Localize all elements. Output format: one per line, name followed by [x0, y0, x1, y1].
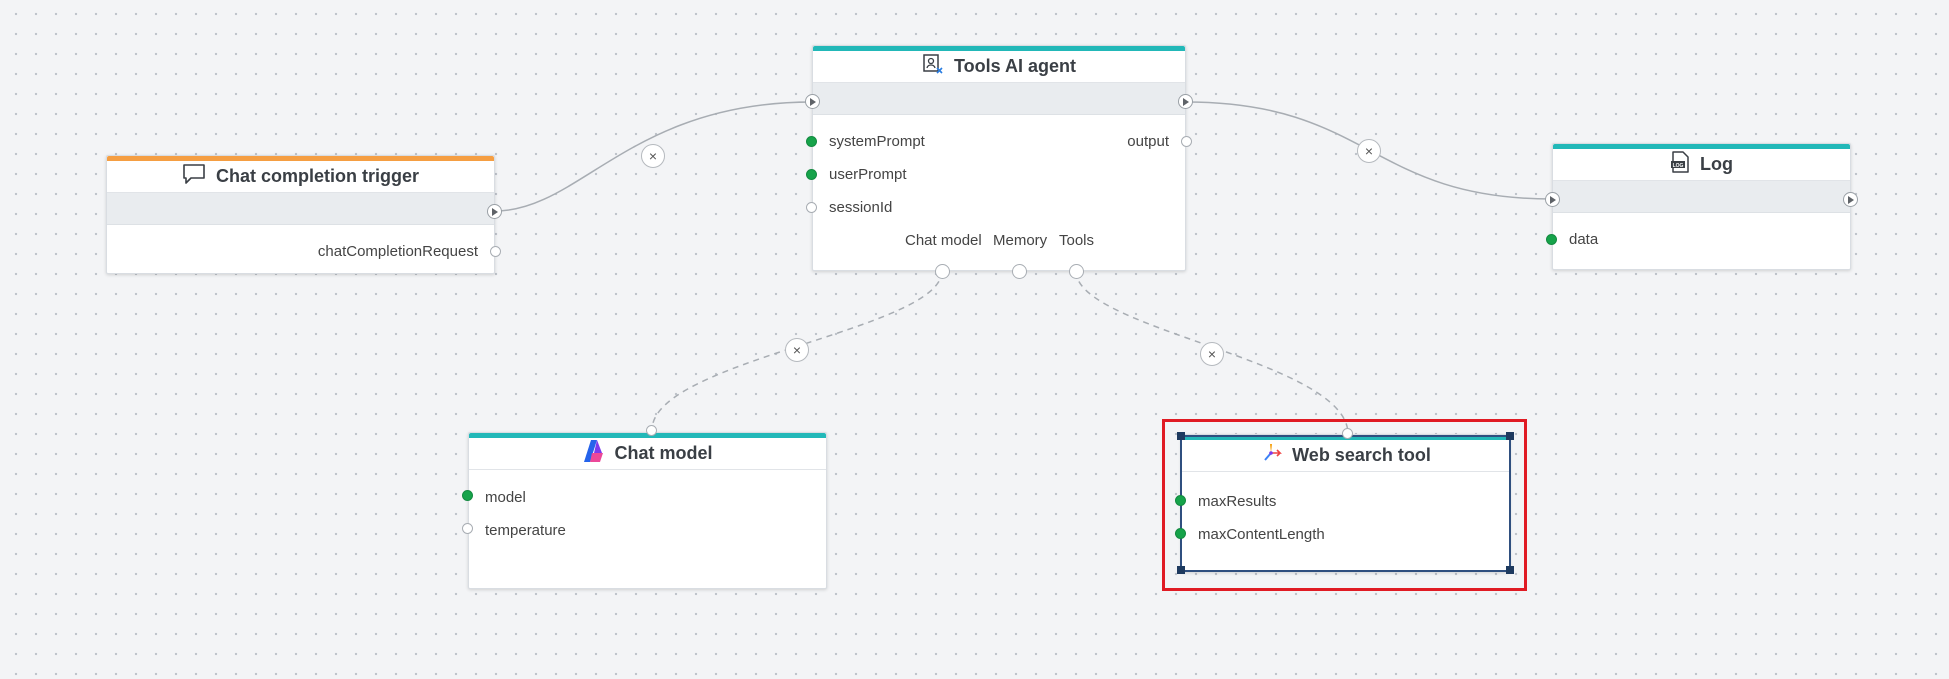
node-title: Chat completion trigger: [215, 166, 419, 186]
resize-handle-top-right[interactable]: [1506, 432, 1514, 440]
svg-text:LOG: LOG: [1673, 163, 1684, 169]
flow-strip: [813, 83, 1185, 115]
edge-agent-tools-to-web-search[interactable]: [1075, 270, 1349, 435]
slot-port-chat-model[interactable]: [935, 264, 950, 279]
flow-input-port[interactable]: [805, 94, 820, 109]
output-port-chat-completion-request[interactable]: [490, 246, 501, 257]
node-accent-bar: [1553, 144, 1850, 149]
resize-handle-top-left[interactable]: [1177, 432, 1185, 440]
edge-trigger-to-agent[interactable]: [494, 101, 813, 212]
node-title: Tools AI agent: [953, 56, 1076, 76]
input-label-max-content-length: maxContentLength: [1198, 526, 1325, 543]
node-accent-bar: [813, 46, 1185, 51]
flow-strip: [1553, 181, 1850, 213]
input-port-temperature[interactable]: [462, 523, 473, 534]
input-label-temperature: temperature: [485, 522, 566, 539]
node-accent-bar: [469, 433, 826, 438]
flow-input-port[interactable]: [1545, 192, 1560, 207]
node-header[interactable]: Chat model: [469, 438, 826, 470]
output-port-output[interactable]: [1181, 136, 1192, 147]
input-port-data[interactable]: [1546, 234, 1557, 245]
slot-port-memory[interactable]: [1012, 264, 1027, 279]
resize-handle-bottom-left[interactable]: [1177, 566, 1185, 574]
log-file-icon: LOG: [1670, 151, 1690, 178]
input-port-system-prompt[interactable]: [806, 136, 817, 147]
agent-icon: [922, 53, 944, 80]
delete-edge-button[interactable]: ×: [641, 144, 665, 168]
node-header[interactable]: Web search tool: [1182, 440, 1509, 472]
input-label-data: data: [1569, 231, 1599, 248]
output-label-chat-completion-request: chatCompletionRequest: [317, 243, 478, 260]
node-log[interactable]: LOG Log data: [1552, 143, 1851, 270]
chat-model-logo-icon: [582, 439, 604, 468]
node-accent-bar: [107, 156, 494, 161]
input-port-max-results[interactable]: [1175, 495, 1186, 506]
node-title: Chat model: [614, 443, 713, 463]
input-label-user-prompt: userPrompt: [829, 166, 907, 183]
node-header[interactable]: Chat completion trigger: [107, 161, 494, 193]
input-port-session-id[interactable]: [806, 202, 817, 213]
flow-output-port[interactable]: [1178, 94, 1193, 109]
slot-label-memory: Memory: [993, 232, 1048, 249]
delete-edge-button[interactable]: ×: [785, 338, 809, 362]
tool-connection-port[interactable]: [1342, 428, 1353, 439]
node-header[interactable]: Tools AI agent: [813, 51, 1185, 83]
selection-highlight: [1162, 419, 1527, 591]
input-port-max-content-length[interactable]: [1175, 528, 1186, 539]
node-chat-completion-trigger[interactable]: Chat completion trigger chatCompletionRe…: [106, 155, 495, 274]
tool-connection-port[interactable]: [646, 425, 657, 436]
node-title: Web search tool: [1292, 445, 1431, 465]
node-chat-model[interactable]: Chat model model temperature: [468, 432, 827, 589]
delete-edge-button[interactable]: ×: [1357, 139, 1381, 163]
delete-edge-button[interactable]: ×: [1200, 342, 1224, 366]
input-label-session-id: sessionId: [829, 199, 893, 216]
input-label-model: model: [485, 489, 526, 506]
input-label-max-results: maxResults: [1198, 493, 1277, 510]
selection-box: [1180, 435, 1511, 572]
input-label-system-prompt: systemPrompt: [829, 133, 925, 150]
chat-bubble-icon: [182, 163, 206, 190]
flow-output-port[interactable]: [487, 204, 502, 219]
flow-strip: [107, 193, 494, 225]
node-title: Log: [1700, 154, 1733, 174]
node-tools-ai-agent[interactable]: Tools AI agent systemPrompt userPrompt s…: [812, 45, 1186, 271]
input-port-user-prompt[interactable]: [806, 169, 817, 180]
node-header[interactable]: LOG Log: [1553, 149, 1850, 181]
resize-handle-bottom-right[interactable]: [1506, 566, 1514, 574]
web-search-icon: [1260, 442, 1283, 469]
output-label-output: output: [1127, 133, 1169, 150]
slot-label-chat-model: Chat model: [905, 232, 982, 249]
input-port-model[interactable]: [462, 490, 473, 501]
slot-label-tools: Tools: [1059, 232, 1095, 249]
flow-output-port[interactable]: [1843, 192, 1858, 207]
slot-port-tools[interactable]: [1069, 264, 1084, 279]
